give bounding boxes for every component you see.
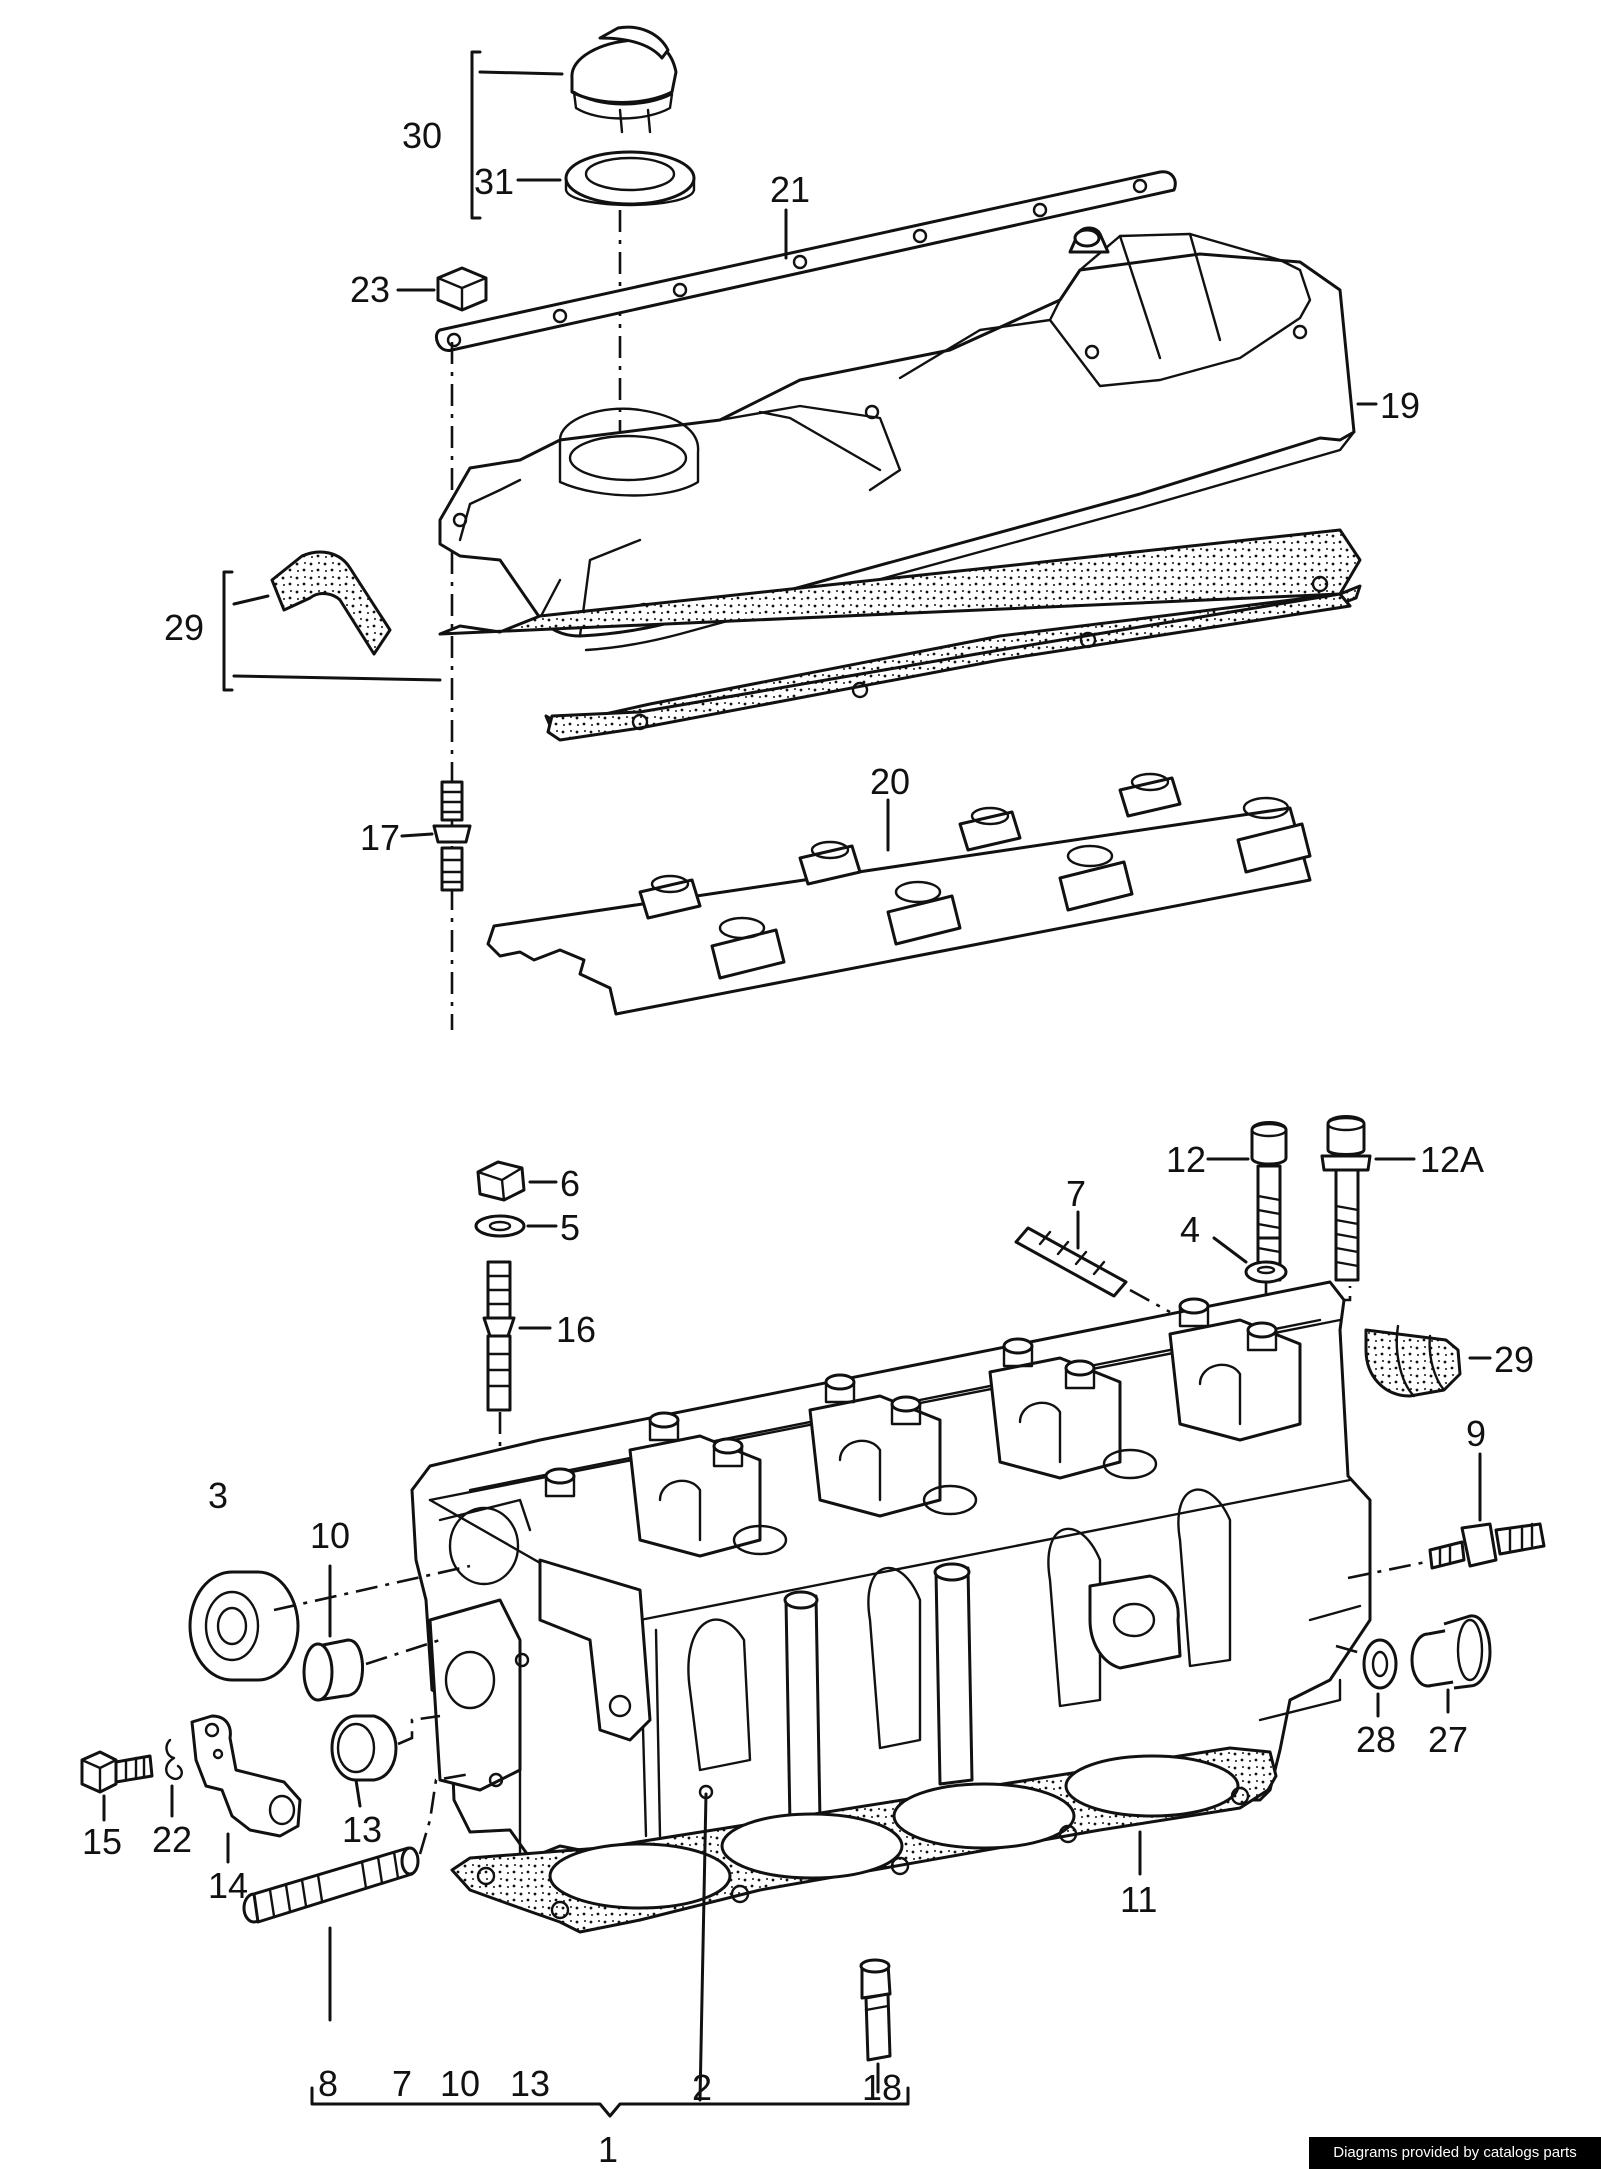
label-9: 9: [1466, 1413, 1486, 1454]
label-12a: 12A: [1420, 1139, 1484, 1180]
label-15: 15: [82, 1821, 122, 1862]
seal-ring: [1362, 1638, 1398, 1690]
stud-upper: [432, 780, 472, 892]
label-31: 31: [474, 161, 514, 202]
label-8-bottom: 8: [318, 2063, 338, 2104]
label-1-bottom: 1: [598, 2129, 618, 2169]
leader-13: [354, 1778, 362, 1808]
bracket-30-31: [470, 50, 482, 220]
bracket-14: [190, 1714, 302, 1838]
label-28: 28: [1356, 1719, 1396, 1760]
long-stud: [242, 1846, 420, 1924]
callout-labels: 30 31 21 23 19 29 17 20 12 12A 7 6 5 4 1…: [82, 115, 1534, 2169]
head-bolt-torx: [1320, 1115, 1372, 1282]
label-29-upper: 29: [164, 607, 204, 648]
oil-cap-seal: [564, 150, 696, 207]
label-29-lower: 29: [1494, 1339, 1534, 1380]
washer: [1244, 1260, 1288, 1284]
leader-2: [698, 1792, 708, 2102]
leader-29-upper: [232, 594, 270, 606]
label-2-bottom: 2: [692, 2067, 712, 2108]
camshaft-seal: [188, 1570, 300, 1682]
label-11: 11: [1120, 1879, 1157, 1920]
spring-clip: [165, 1738, 183, 1781]
sleeve: [330, 1714, 398, 1782]
nut: [436, 266, 488, 312]
valve-guide: [859, 1958, 892, 2062]
label-4: 4: [1180, 1209, 1200, 1250]
label-12: 12: [1166, 1139, 1206, 1180]
drain-plug: [1410, 1614, 1492, 1690]
oil-filler-cap: [570, 25, 678, 134]
label-10-bottom: 10: [440, 2063, 480, 2104]
label-22: 22: [152, 1819, 192, 1860]
breather-nozzle: [1068, 226, 1110, 254]
nut-6: [476, 1160, 526, 1202]
leader-29-upper-b: [232, 674, 442, 682]
label-5: 5: [560, 1207, 580, 1248]
label-19: 19: [1380, 385, 1420, 426]
leader-17: [400, 832, 434, 838]
washer-5: [474, 1214, 526, 1238]
label-3: 3: [208, 1475, 228, 1516]
label-23: 23: [350, 269, 390, 310]
head-bolt: [1250, 1121, 1288, 1282]
leader-4: [1212, 1236, 1248, 1264]
cylinder-head: [410, 1280, 1372, 1908]
label-18-bottom: 18: [862, 2067, 902, 2108]
plug: [302, 1638, 364, 1702]
stud-16: [482, 1260, 516, 1412]
baffle-plate: [486, 772, 1312, 1016]
label-13-bottom: 13: [510, 2063, 550, 2104]
spacer-lower: [1364, 1324, 1462, 1398]
credit-banner: Diagrams provided by catalogs parts: [1309, 2137, 1601, 2169]
stud-diagonal: [1014, 1226, 1128, 1298]
label-7-bottom: 7: [392, 2063, 412, 2104]
label-6: 6: [560, 1163, 580, 1204]
head-gasket-bores: [476, 1754, 1250, 1920]
gasket-lower-edge: [546, 592, 1352, 742]
bracket-1: [310, 2086, 910, 2118]
spacer-upper: [270, 550, 392, 656]
label-30: 30: [402, 115, 442, 156]
bolt-15: [80, 1750, 154, 1794]
label-20: 20: [870, 761, 910, 802]
upper-gasket-holes: [446, 178, 1148, 348]
label-21: 21: [770, 169, 810, 210]
label-10: 10: [310, 1515, 350, 1556]
label-14: 14: [208, 1865, 248, 1906]
label-17: 17: [360, 817, 400, 858]
bracket-29-upper: [222, 570, 234, 692]
label-16: 16: [556, 1309, 596, 1350]
sender-unit: [1428, 1522, 1546, 1570]
leader-30: [478, 70, 564, 76]
label-7: 7: [1066, 1173, 1086, 1214]
label-27: 27: [1428, 1719, 1468, 1760]
label-13: 13: [342, 1809, 382, 1850]
valve-cover: [438, 232, 1356, 652]
